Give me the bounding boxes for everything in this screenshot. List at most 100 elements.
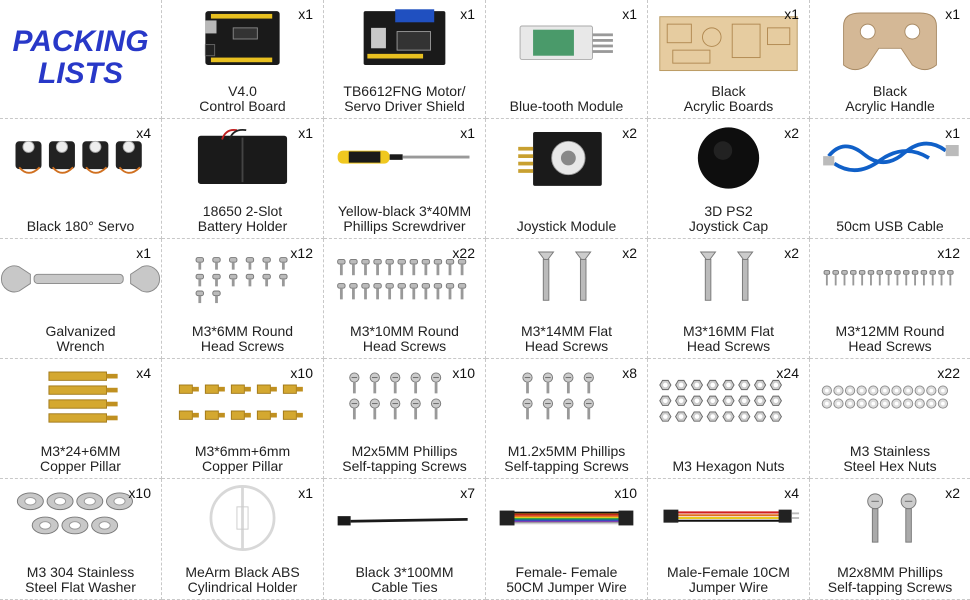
item-label: M1.2x5MM Phillips Self-tapping Screws (504, 443, 629, 474)
item-label: Black 3*100MM Cable Ties (355, 564, 454, 595)
packing-item: x1 18650 2-Slot Battery Holder (162, 119, 324, 239)
packing-item: x10 M3 304 Stainless Steel Flat Washer (0, 479, 162, 600)
item-label: M3*10MM Round Head Screws (350, 323, 459, 354)
cable-tie-icon (337, 516, 468, 526)
driver-shield-icon (363, 9, 446, 66)
packing-list-title: PACKING LISTS (12, 25, 149, 90)
servo-icon (15, 140, 142, 174)
item-label: M2x5MM Phillips Self-tapping Screws (342, 443, 467, 474)
item-quantity: x2 (622, 125, 637, 141)
flat-screws-icon (699, 251, 754, 301)
item-label: M3*14MM Flat Head Screws (520, 323, 613, 354)
item-label: Black Acrylic Handle (845, 83, 935, 114)
item-quantity: x4 (784, 485, 799, 501)
item-label: M3 Hexagon Nuts (672, 458, 785, 474)
item-quantity: x22 (937, 365, 960, 381)
item-label: Female- Female 50CM Jumper Wire (506, 564, 627, 595)
wrench-icon (1, 265, 160, 293)
hex-nuts-icon (659, 379, 782, 422)
item-label: Black 180° Servo (26, 218, 135, 234)
washers-icon (16, 492, 133, 535)
item-quantity: x24 (776, 365, 799, 381)
item-quantity: x2 (784, 245, 799, 261)
flat-screws-icon (537, 251, 592, 301)
self-tap-screws-icon (349, 372, 442, 420)
item-label: M2x8MM Phillips Self-tapping Screws (827, 564, 953, 595)
item-label: TB6612FNG Motor/ Servo Driver Shield (343, 83, 466, 114)
item-quantity: x1 (784, 6, 799, 22)
item-quantity: x1 (945, 125, 960, 141)
copper-pillar-long-icon (48, 371, 118, 423)
item-quantity: x1 (622, 6, 637, 22)
bluetooth-module-icon (519, 25, 613, 60)
item-label: M3 Stainless Steel Hex Nuts (843, 443, 937, 474)
item-label: Galvanized Wrench (45, 323, 116, 354)
item-label: M3*12MM Round Head Screws (835, 323, 945, 354)
item-quantity: x10 (614, 485, 637, 501)
item-label: Black Acrylic Boards (683, 83, 774, 114)
acrylic-handle-icon (843, 12, 937, 71)
item-quantity: x2 (945, 485, 960, 501)
item-quantity: x2 (622, 245, 637, 261)
item-quantity: x1 (460, 125, 475, 141)
control-board-icon (204, 11, 280, 66)
item-label: M3*6mm+6mm Copper Pillar (194, 443, 291, 474)
long-screws-icon (867, 493, 917, 543)
item-label: Yellow-black 3*40MM Phillips Screwdriver (337, 203, 472, 234)
item-quantity: x1 (136, 245, 151, 261)
item-label: M3*24+6MM Copper Pillar (40, 443, 121, 474)
acrylic-boards-icon (659, 16, 798, 72)
jumper-wire-ff-icon (499, 510, 634, 526)
steel-hex-nuts-icon (821, 385, 949, 409)
item-quantity: x1 (460, 6, 475, 22)
item-label: Joystick Module (516, 218, 617, 234)
copper-pillar-short-icon (178, 384, 303, 420)
item-quantity: x4 (136, 365, 151, 381)
item-quantity: x10 (452, 365, 475, 381)
item-label: M3 304 Stainless Steel Flat Washer (25, 564, 136, 595)
cylindrical-holder-icon (209, 485, 276, 551)
screws-row-icon (823, 270, 954, 286)
item-quantity: x12 (290, 245, 313, 261)
battery-holder-icon (197, 128, 288, 184)
screws-many-icon (337, 258, 467, 300)
title-cell: PACKING LISTS (0, 0, 162, 119)
item-label: 18650 2-Slot Battery Holder (197, 203, 288, 234)
item-quantity: x7 (460, 485, 475, 501)
item-quantity: x2 (784, 125, 799, 141)
item-label: V4.0 Control Board (199, 83, 286, 114)
item-quantity: x1 (945, 6, 960, 22)
item-label: Male-Female 10CM Jumper Wire (667, 564, 790, 595)
packing-item: x22 M3 Stainless Steel Hex Nuts (810, 359, 970, 479)
item-quantity: x10 (290, 365, 313, 381)
item-label: M3*16MM Flat Head Screws (682, 323, 775, 354)
packing-item: x24 M3 Hexagon Nuts (648, 359, 810, 479)
item-label: Blue-tooth Module (509, 98, 624, 114)
item-quantity: x1 (298, 6, 313, 22)
self-tap-screws-small-icon (522, 372, 594, 420)
screwdriver-icon (337, 150, 470, 164)
item-quantity: x8 (622, 365, 637, 381)
item-quantity: x1 (298, 125, 313, 141)
item-quantity: x10 (128, 485, 151, 501)
